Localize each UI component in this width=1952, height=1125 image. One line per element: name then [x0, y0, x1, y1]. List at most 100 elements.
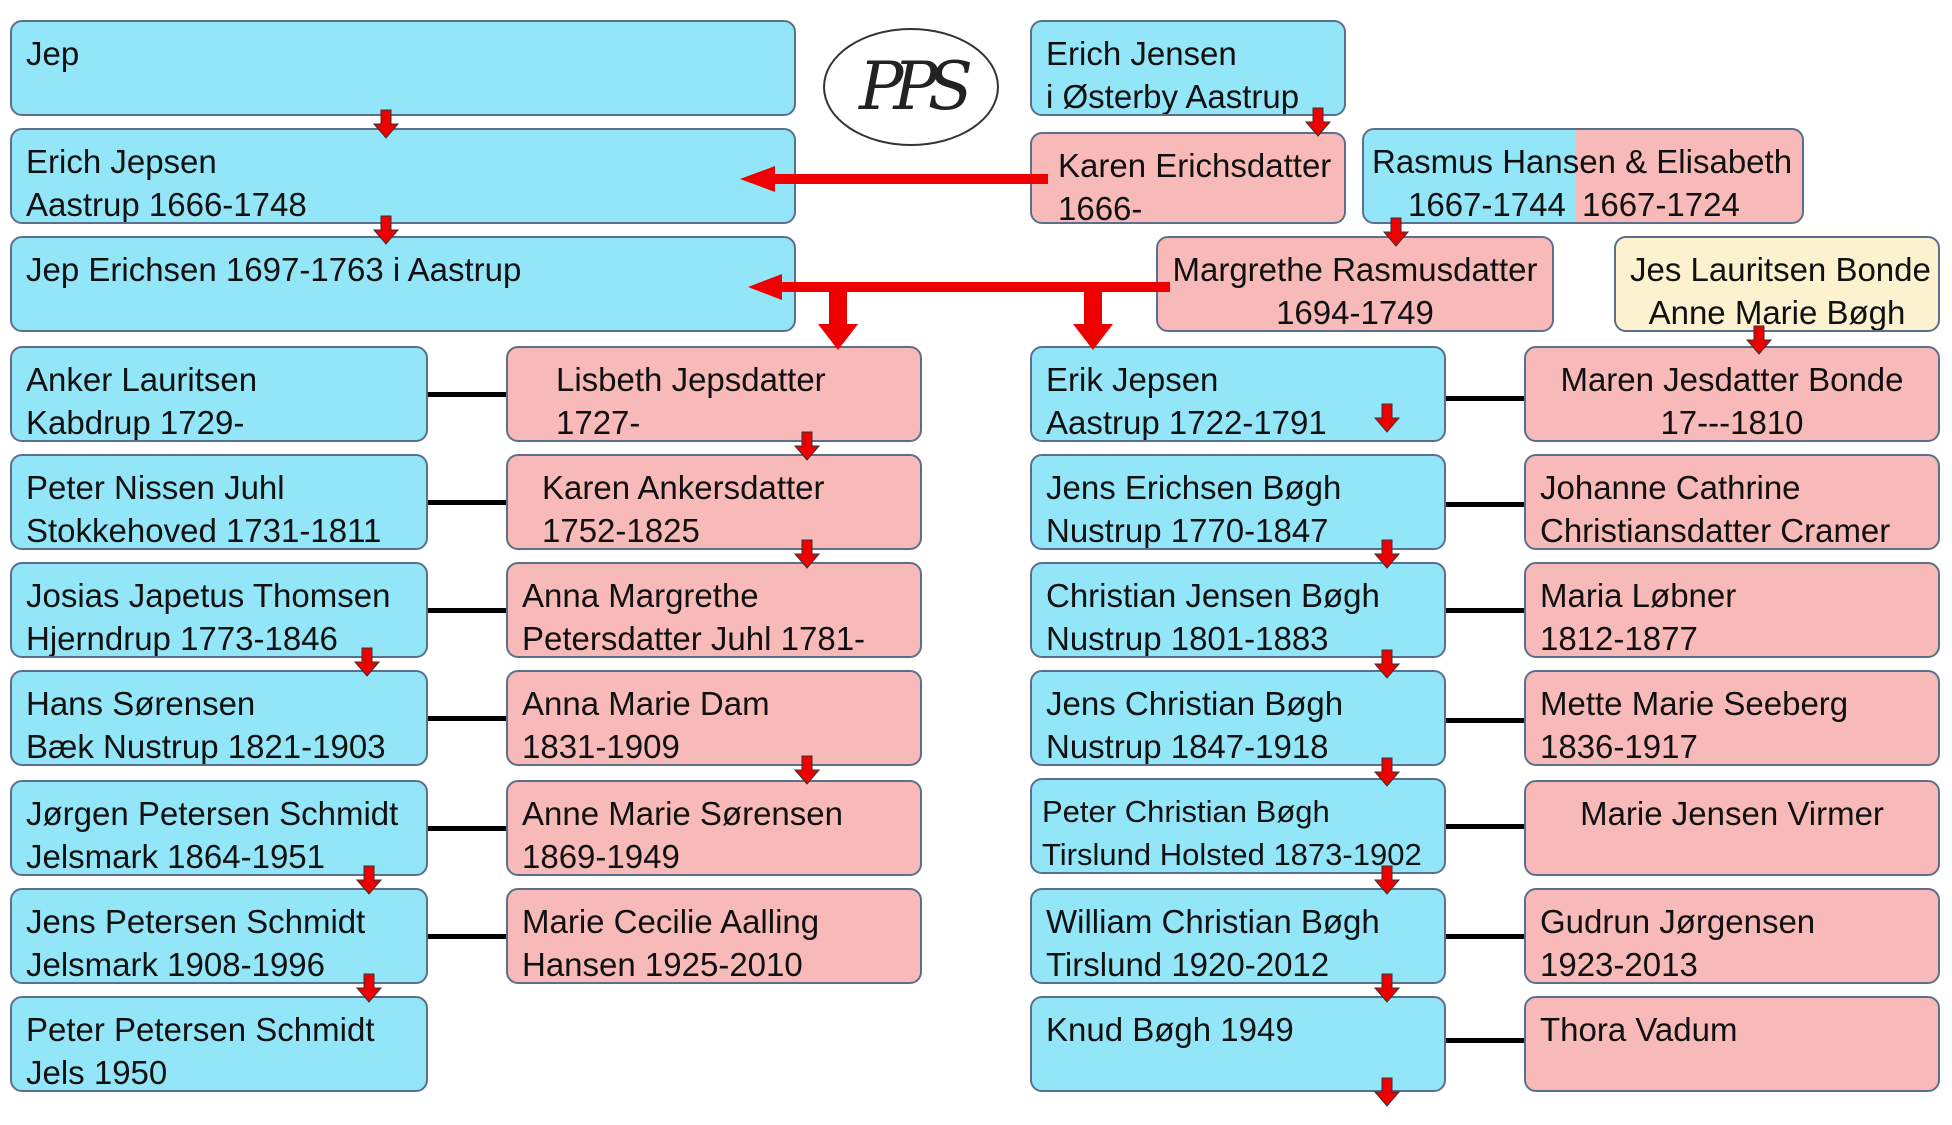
person-box-jens-petersen: Jens Petersen Schmidt Jelsmark 1908-1996 — [10, 888, 428, 984]
person-box-jep: Jep — [10, 20, 796, 116]
arrow-down-small — [793, 755, 821, 785]
arrow-down-small — [1373, 757, 1401, 787]
marriage-connector — [1446, 608, 1524, 613]
person-box-anne-marie-sorensen: Anne Marie Sørensen 1869-1949 — [506, 780, 922, 876]
arrow-down-large — [818, 292, 858, 350]
person-name: Anker Lauritsen — [26, 361, 258, 398]
person-box-margrethe: Margrethe Rasmusdatter 1694-1749 — [1156, 236, 1554, 332]
person-name: Peter Christian Bøgh — [1042, 794, 1330, 829]
person-details: 1836-1917 — [1540, 728, 1698, 765]
person-name: Maren Jesdatter Bonde — [1560, 361, 1904, 398]
person-details: 17---1810 — [1660, 404, 1804, 441]
arrow-down-small — [372, 215, 400, 245]
person-details: Jelsmark 1908-1996 — [26, 946, 325, 983]
arrow-down-small — [1304, 107, 1332, 137]
person-details: 1923-2013 — [1540, 946, 1698, 983]
person-name: Jes Lauritsen Bonde — [1630, 251, 1931, 288]
person-details: Hjerndrup 1773-1846 — [26, 620, 338, 657]
person-box-anna-margrethe: Anna Margrethe Petersdatter Juhl 1781- — [506, 562, 922, 658]
person-box-erich-jepsen: Erich Jepsen Aastrup 1666-1748 — [10, 128, 796, 224]
marriage-connector — [1446, 502, 1524, 507]
person-box-gudrun: Gudrun Jørgensen 1923-2013 — [1524, 888, 1940, 984]
arrow-down-large — [1073, 292, 1113, 350]
couple-box-rasmus-elisabeth: Rasmus Hansen & Elisabeth 1667-1744 1667… — [1362, 128, 1804, 224]
person-name: Jep — [26, 35, 80, 72]
couple-box-jes-lauritsen: Jes Lauritsen Bonde Anne Marie Bøgh — [1614, 236, 1940, 332]
arrow-left-large — [740, 166, 1048, 192]
arrow-down-small — [1373, 973, 1401, 1003]
person-name: Jørgen Petersen Schmidt — [26, 795, 399, 832]
person-box-knud: Knud Bøgh 1949 — [1030, 996, 1446, 1092]
person-details: 1831-1909 — [522, 728, 680, 765]
person-box-maren: Maren Jesdatter Bonde 17---1810 — [1524, 346, 1940, 442]
person-box-jens-erichsen: Jens Erichsen Bøgh Nustrup 1770-1847 — [1030, 454, 1446, 550]
person-name: Jens Petersen Schmidt — [26, 903, 366, 940]
person-box-anna-marie-dam: Anna Marie Dam 1831-1909 — [506, 670, 922, 766]
person-name: Erich Jensen — [1046, 35, 1237, 72]
person-box-lisbeth: Lisbeth Jepsdatter 1727- — [506, 346, 922, 442]
arrow-left-large — [748, 274, 1170, 300]
person-name: Karen Erichsdatter — [1058, 147, 1332, 184]
person-details: Jelsmark 1864-1951 — [26, 838, 325, 875]
person-details: Petersdatter Juhl 1781- — [522, 620, 866, 657]
person-name: Christian Jensen Bøgh — [1046, 577, 1380, 614]
person-name: Marie Jensen Virmer — [1580, 795, 1884, 832]
person-name: Karen Ankersdatter — [542, 469, 825, 506]
person-name: Margrethe Rasmusdatter — [1172, 251, 1538, 288]
person-details: Nustrup 1770-1847 — [1046, 512, 1329, 549]
person-name: Marie Cecilie Aalling — [522, 903, 820, 940]
marriage-connector — [428, 500, 506, 505]
person-details: Nustrup 1847-1918 — [1046, 728, 1329, 765]
person-box-peter-nissen: Peter Nissen Juhl Stokkehoved 1731-1811 — [10, 454, 428, 550]
arrow-down-small — [353, 647, 381, 677]
person-name: William Christian Bøgh — [1046, 903, 1380, 940]
person-details: 1869-1949 — [522, 838, 680, 875]
rasmus-dates: 1667-1744 — [1408, 186, 1566, 223]
person-box-josias: Josias Japetus Thomsen Hjerndrup 1773-18… — [10, 562, 428, 658]
person-name: Anne Marie Sørensen — [522, 795, 843, 832]
person-name: Lisbeth Jepsdatter — [556, 361, 826, 398]
person-box-anker: Anker Lauritsen Kabdrup 1729- — [10, 346, 428, 442]
person-box-peter-petersen: Peter Petersen Schmidt Jels 1950 — [10, 996, 428, 1092]
person-name: Josias Japetus Thomsen — [26, 577, 391, 614]
person-details: Nustrup 1801-1883 — [1046, 620, 1329, 657]
marriage-connector — [428, 392, 506, 397]
person-name: Anna Marie Dam — [522, 685, 770, 722]
person-box-mette-marie: Mette Marie Seeberg 1836-1917 — [1524, 670, 1940, 766]
person-box-william: William Christian Bøgh Tirslund 1920-201… — [1030, 888, 1446, 984]
person-box-peter-christian: Peter Christian Bøgh Tirslund Holsted 18… — [1030, 778, 1446, 874]
marriage-connector — [1446, 396, 1524, 401]
person-details: Bæk Nustrup 1821-1903 — [26, 728, 386, 765]
person-name: Anna Margrethe — [522, 577, 759, 614]
person-box-marie-jensen: Marie Jensen Virmer — [1524, 780, 1940, 876]
marriage-connector — [1446, 718, 1524, 723]
person-box-jorgen: Jørgen Petersen Schmidt Jelsmark 1864-19… — [10, 780, 428, 876]
arrow-down-small — [1373, 649, 1401, 679]
marriage-connector — [1446, 824, 1524, 829]
arrow-down-small — [1373, 865, 1401, 895]
person-name: Thora Vadum — [1540, 1011, 1738, 1048]
person-name: Erik Jepsen — [1046, 361, 1219, 398]
marriage-connector — [428, 608, 506, 613]
person-name: Gudrun Jørgensen — [1540, 903, 1816, 940]
arrow-down-small — [355, 865, 383, 895]
person-name: Jens Christian Bøgh — [1046, 685, 1344, 722]
person-details: 1812-1877 — [1540, 620, 1698, 657]
person-name: Anne Marie Bøgh — [1648, 294, 1906, 331]
person-details: Aastrup 1722-1791 — [1046, 404, 1327, 441]
arrow-down-small — [372, 109, 400, 139]
marriage-connector — [1446, 1038, 1524, 1043]
person-box-hans-sorensen: Hans Sørensen Bæk Nustrup 1821-1903 — [10, 670, 428, 766]
person-name: Jep Erichsen 1697-1763 i Aastrup — [26, 251, 522, 288]
person-box-jep-erichsen: Jep Erichsen 1697-1763 i Aastrup — [10, 236, 796, 332]
person-details: 1694-1749 — [1276, 294, 1434, 331]
person-box-johanne: Johanne Cathrine Christiansdatter Cramer — [1524, 454, 1940, 550]
arrow-down-small — [1373, 403, 1401, 433]
person-box-erik-jepsen: Erik Jepsen Aastrup 1722-1791 — [1030, 346, 1446, 442]
person-box-marie-cecilie: Marie Cecilie Aalling Hansen 1925-2010 — [506, 888, 922, 984]
person-name: Peter Petersen Schmidt — [26, 1011, 375, 1048]
person-box-erich-jensen: Erich Jensen i Østerby Aastrup — [1030, 20, 1346, 116]
person-name: Erich Jepsen — [26, 143, 217, 180]
person-box-maria-lobner: Maria Løbner 1812-1877 — [1524, 562, 1940, 658]
person-details: Tirslund Holsted 1873-1902 — [1042, 837, 1422, 872]
